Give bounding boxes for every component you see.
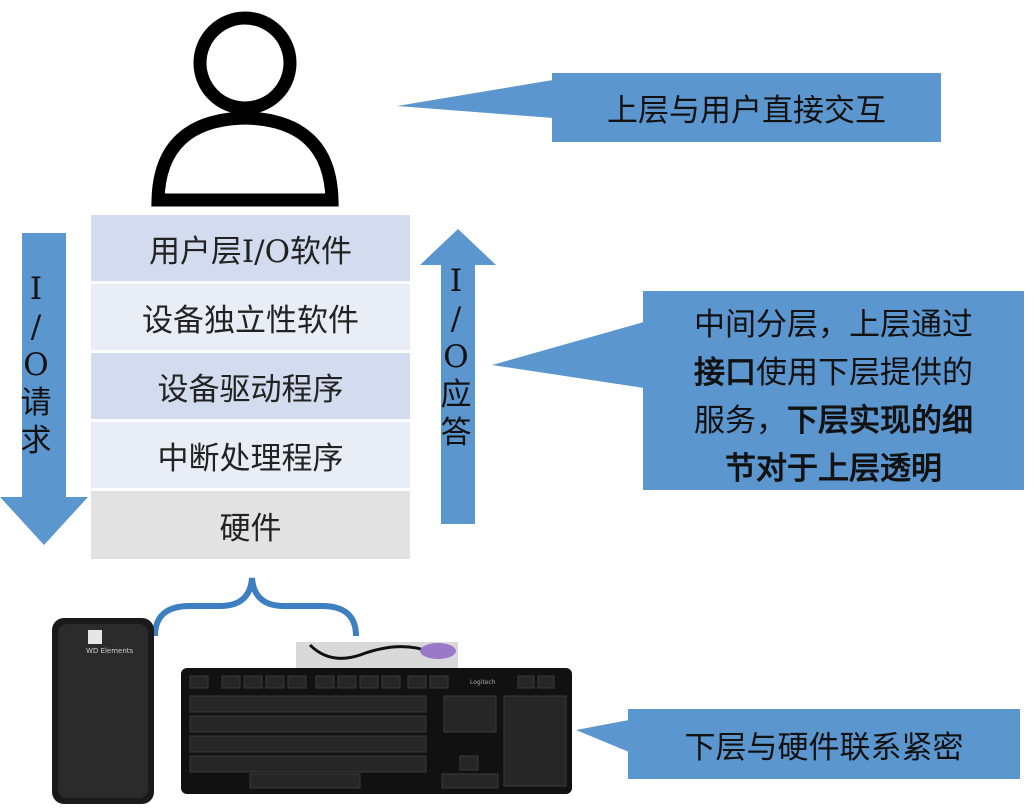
- response-char: O: [443, 339, 469, 375]
- callout-middle-bold: 节对于上层透明: [725, 451, 942, 487]
- callout-top-pointer: [397, 80, 553, 118]
- response-char: 应: [440, 377, 472, 413]
- external-drive-image: WD Elements: [52, 618, 154, 804]
- callout-bottom-pointer: [576, 720, 629, 752]
- request-char: I: [29, 271, 43, 307]
- callout-middle-bold: 下层实现的细: [787, 403, 973, 439]
- response-char: I: [449, 263, 463, 299]
- layer-device-driver: 设备驱动程序: [91, 353, 410, 419]
- callout-middle-bold: 接口: [694, 355, 756, 391]
- callout-middle-text: 中间分层，上层通过: [694, 307, 973, 343]
- response-char: /: [450, 301, 462, 337]
- response-arrow: [420, 229, 496, 524]
- keyboard-brand-text: Logitech: [470, 679, 496, 686]
- callout-middle-pointer: [492, 322, 644, 388]
- request-arrow: [0, 233, 88, 545]
- response-char: 答: [440, 415, 472, 451]
- request-arrow-label: I / O 请 求: [18, 270, 54, 460]
- request-char: /: [30, 309, 42, 345]
- hardware-brace: [152, 577, 359, 637]
- io-layer-stack: 用户层I/O软件 设备独立性软件 设备驱动程序 中断处理程序 硬件: [91, 215, 410, 562]
- request-char: 请: [20, 385, 52, 421]
- callout-middle-text: 使用下层提供的: [756, 355, 973, 391]
- layer-hardware: 硬件: [91, 491, 410, 559]
- response-arrow-label: I / O 应 答: [436, 262, 476, 452]
- layer-interrupt-handler: 中断处理程序: [91, 422, 410, 488]
- drive-brand-text: WD Elements: [86, 647, 134, 655]
- callout-middle-text: 服务，: [694, 403, 787, 439]
- callout-top: 上层与用户直接交互: [552, 73, 941, 142]
- request-char: 求: [20, 423, 52, 459]
- callout-bottom: 下层与硬件联系紧密: [628, 709, 1020, 779]
- layer-user-io-software: 用户层I/O软件: [91, 215, 410, 281]
- user-icon: [151, 11, 339, 207]
- keyboard-image: Logitech: [181, 642, 572, 794]
- layer-device-independent-software: 设备独立性软件: [91, 284, 410, 350]
- callout-middle: 中间分层，上层通过 接口使用下层提供的 服务，下层实现的细 节对于上层透明: [643, 291, 1024, 490]
- request-char: O: [23, 347, 49, 383]
